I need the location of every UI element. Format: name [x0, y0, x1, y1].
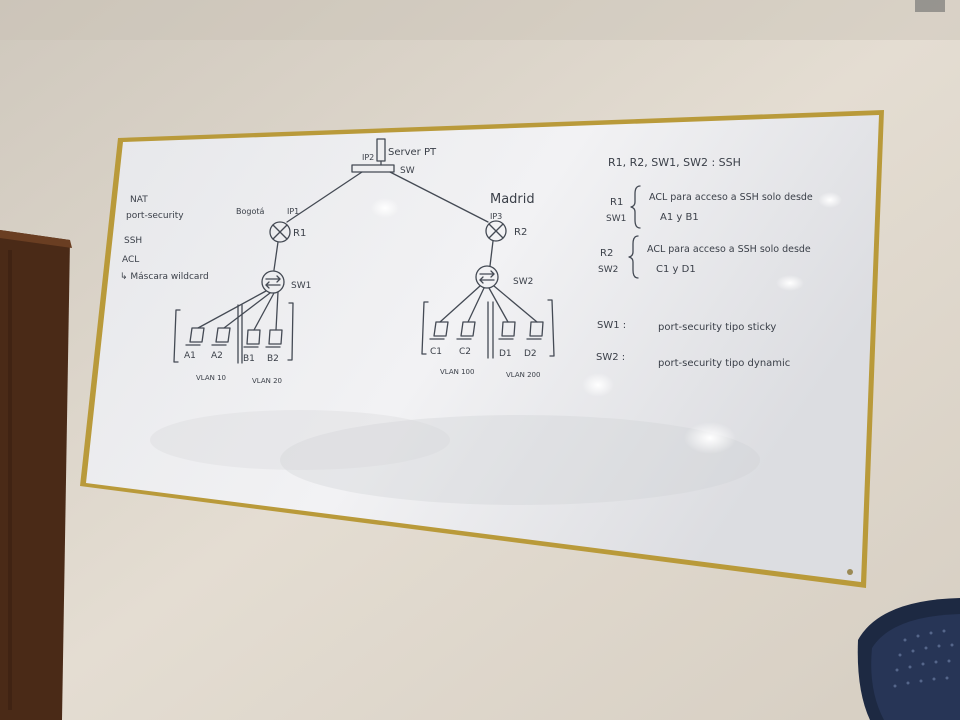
note-ssh: SSH	[124, 236, 142, 246]
switch-sw1-label: SW1	[291, 281, 311, 291]
pc-a1-icon	[185, 327, 205, 346]
pc-d2-icon	[526, 321, 544, 340]
pc-c2-icon	[456, 321, 476, 340]
pc-c1-icon	[429, 321, 449, 340]
pc-c1-label: C1	[430, 347, 442, 357]
site-bogota: Bogotá	[236, 207, 264, 216]
server-label: Server PT	[388, 147, 437, 158]
wooden-cabinet	[0, 230, 72, 720]
pc-d1-label: D1	[499, 349, 512, 359]
r2-ip-label: IP3	[490, 212, 502, 221]
pc-b1-icon	[243, 329, 261, 348]
note-acl-1: ACL para acceso a SSH solo desde	[649, 192, 813, 203]
light-glare	[818, 192, 842, 208]
pc-d2-label: D2	[524, 349, 537, 359]
vlan20-label: VLAN 20	[252, 377, 282, 385]
r1-ip-label: IP1	[287, 207, 299, 216]
pc-c2-label: C2	[459, 347, 471, 357]
top-switch-icon	[351, 164, 395, 173]
switch-sw2-icon	[475, 265, 499, 289]
note-acl-2-hosts: C1 y D1	[656, 264, 696, 275]
top-switch-label: SW	[400, 166, 415, 176]
plastic-chair	[857, 598, 960, 720]
router-r2-label: R2	[514, 227, 527, 238]
light-glare	[684, 422, 736, 454]
pc-a2-label: A2	[211, 351, 223, 361]
note-wildcard: ↳ Máscara wildcard	[120, 272, 209, 282]
note-nat: NAT	[130, 195, 148, 205]
note-sw1: SW1	[606, 214, 626, 224]
switch-sw2-label: SW2	[513, 277, 533, 287]
light-glare	[582, 373, 614, 397]
note-ps-sw1-device: SW1 :	[597, 320, 626, 331]
switch-sw1-icon	[261, 270, 285, 294]
pc-b1-label: B1	[243, 354, 255, 364]
note-ps-sw2: port-security tipo dynamic	[658, 358, 790, 369]
note-ps-sw2-device: SW2 :	[596, 352, 625, 363]
router-r1-icon	[269, 221, 291, 243]
brace-2	[628, 235, 639, 279]
note-r1: R1	[610, 197, 623, 208]
note-r2: R2	[600, 248, 613, 259]
note-ssh-devices: R1, R2, SW1, SW2 : SSH	[608, 156, 741, 169]
left-notes: NAT port-security SSH ACL ↳ Máscara wild…	[120, 195, 209, 282]
light-glare	[371, 198, 399, 218]
vlan100-label: VLAN 100	[440, 368, 474, 376]
pc-a1-label: A1	[184, 351, 196, 361]
whiteboard-surface	[86, 115, 879, 582]
note-acl-2: ACL para acceso a SSH solo desde	[647, 244, 811, 255]
vlan10-label: VLAN 10	[196, 374, 226, 382]
site-madrid: Madrid	[490, 192, 535, 207]
magnet	[847, 569, 853, 575]
pc-b2-icon	[265, 329, 283, 348]
light-glare	[776, 275, 804, 291]
note-port-security: port-security	[126, 211, 184, 221]
note-sw2: SW2	[598, 265, 618, 275]
router-r1-label: R1	[293, 228, 306, 239]
right-notes: R1, R2, SW1, SW2 : SSH R1 SW1 ACL para a…	[596, 156, 813, 369]
pc-d1-icon	[498, 321, 516, 340]
pc-a2-icon	[211, 327, 231, 346]
pc-b2-label: B2	[267, 354, 279, 364]
note-ps-sw1: port-security tipo sticky	[658, 322, 776, 333]
server-ip-label: IP2	[362, 153, 374, 162]
router-r2-icon	[485, 220, 507, 242]
vlan200-label: VLAN 200	[506, 371, 540, 379]
note-acl-1-hosts: A1 y B1	[660, 212, 699, 223]
network-diagram: IP2 Server PT SW Bogotá Madrid IP1 IP3 R…	[173, 138, 555, 385]
brace-1	[630, 185, 641, 229]
note-acl: ACL	[122, 255, 139, 265]
ceiling-fixture	[915, 0, 945, 12]
wall-shadow-top	[0, 0, 960, 40]
